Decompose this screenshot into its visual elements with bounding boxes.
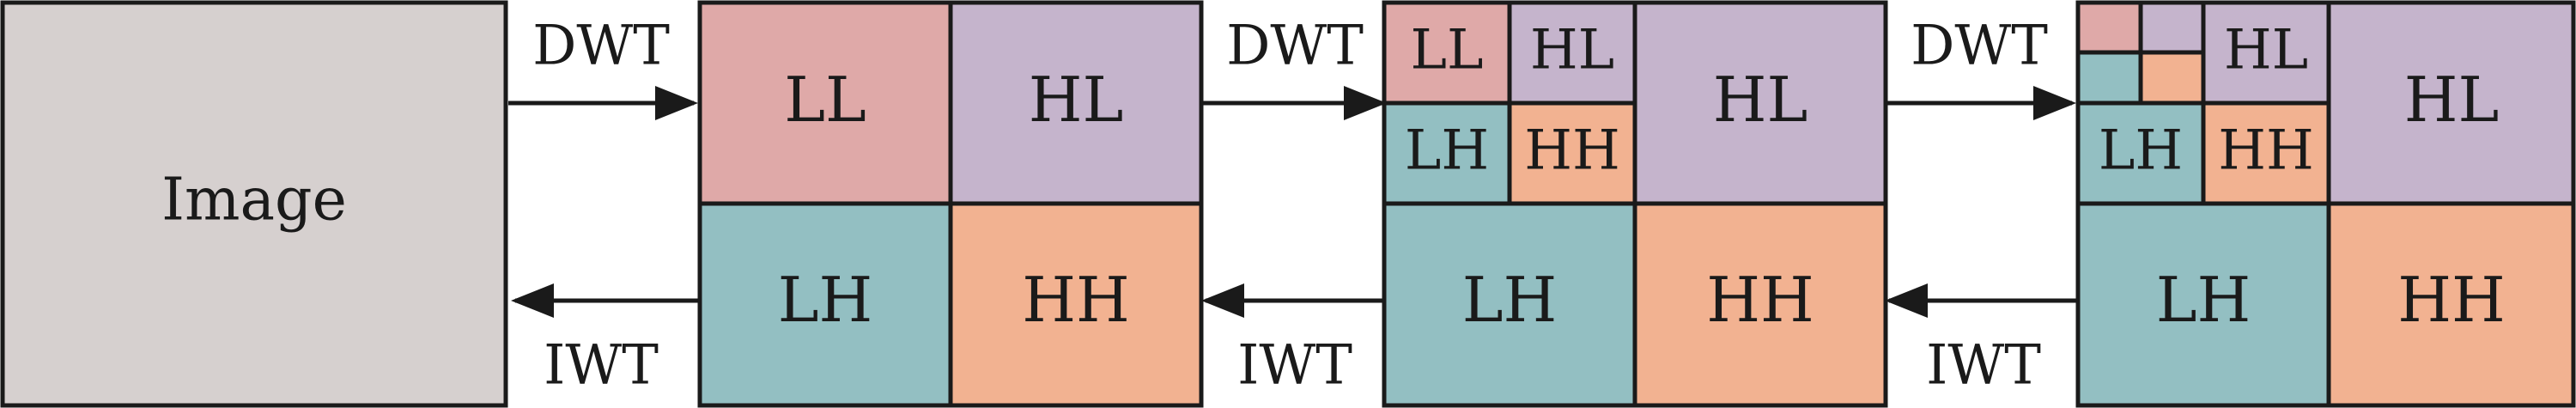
- iwt-label-2: IWT: [1237, 334, 1352, 398]
- level1-lh: [697, 201, 953, 408]
- iwt-label-1: IWT: [544, 334, 659, 398]
- level3-hh-label: HH: [2397, 264, 2506, 336]
- dwt-label-1: DWT: [532, 15, 670, 78]
- level2-ll: [1382, 0, 1512, 106]
- dwt-label-2: DWT: [1226, 15, 1364, 78]
- level1-hl: [948, 0, 1204, 206]
- level2-hh-small-label: HH: [1524, 119, 1620, 183]
- level3-hl: [2326, 0, 2576, 206]
- inverse-arrow-3: IWT: [1885, 283, 2078, 398]
- level1-lh-label: LH: [778, 264, 873, 336]
- level2-hh: [1632, 201, 1888, 408]
- inverse-arrow-1: IWT: [511, 283, 700, 398]
- forward-arrow-1: DWT: [508, 15, 698, 120]
- level2-ll-label: LL: [1411, 19, 1484, 82]
- level1-ll-label: LL: [784, 64, 866, 136]
- image-label: Image: [161, 167, 347, 234]
- forward-arrow-2: DWT: [1201, 15, 1387, 120]
- iwt-label-3: IWT: [1926, 334, 2041, 398]
- level3-hl-mid: [2201, 0, 2331, 106]
- level3-lh-mid: [2075, 100, 2206, 206]
- dwt-label-3: DWT: [1911, 15, 2048, 78]
- level2-lh: [1382, 201, 1637, 408]
- level3-hl-mid-label: HL: [2224, 19, 2308, 82]
- level3-hh-tiny: [2138, 50, 2206, 106]
- level1-hh-label: HH: [1022, 264, 1130, 336]
- level2-hh-label: HH: [1706, 264, 1814, 336]
- level3-hl-tiny: [2138, 0, 2206, 55]
- level3-hl-label: HL: [2404, 64, 2500, 136]
- level2-lh-small-label: LH: [1405, 119, 1489, 183]
- level2-lh-label: LH: [1462, 264, 1558, 336]
- level3-block: HL LH HH HL LH HH: [2075, 0, 2576, 408]
- level1-hl-label: HL: [1029, 64, 1124, 136]
- level3-hh: [2326, 201, 2576, 408]
- image-block: Image: [0, 0, 508, 408]
- level3-lh-mid-label: LH: [2099, 119, 2183, 183]
- level1-ll: [697, 0, 953, 206]
- level3-ll-tiny: [2075, 0, 2143, 55]
- level2-hl-label: HL: [1713, 64, 1808, 136]
- level2-hl: [1632, 0, 1888, 206]
- level2-block: LL HL LH HH HL LH HH: [1382, 0, 1888, 408]
- level3-lh-tiny: [2075, 50, 2143, 106]
- level3-lh-label: LH: [2156, 264, 2251, 336]
- level2-hl-small-label: HL: [1530, 19, 1614, 82]
- level3-hh-mid-label: HH: [2218, 119, 2314, 183]
- inverse-arrow-2: IWT: [1201, 283, 1384, 398]
- level1-block: LL HL LH HH: [697, 0, 1204, 408]
- level3-lh: [2075, 201, 2331, 408]
- forward-arrow-3: DWT: [1886, 15, 2076, 120]
